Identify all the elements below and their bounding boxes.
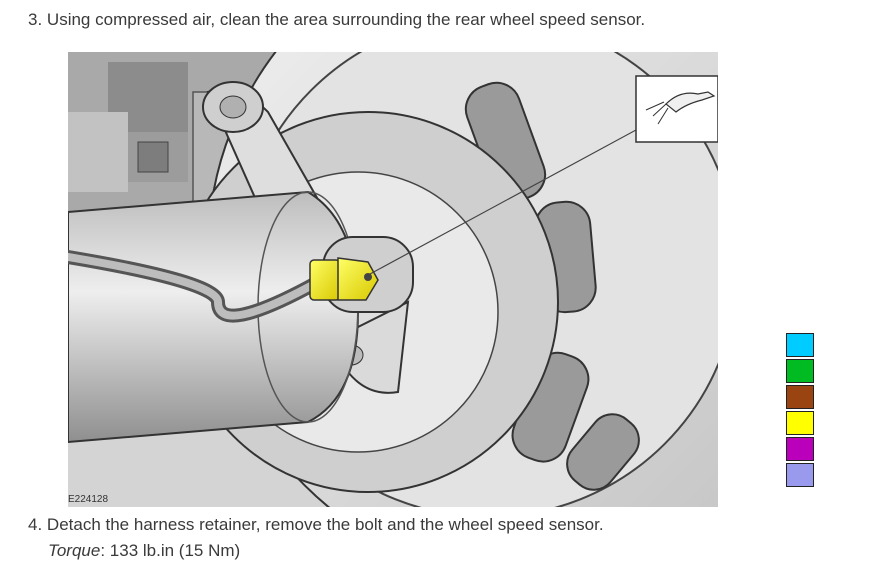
step-3-number: 3. xyxy=(28,10,43,29)
step-3-text: Using compressed air, clean the area sur… xyxy=(46,10,646,29)
step-4-text: Detach the harness retainer, remove the … xyxy=(46,515,604,534)
color-swatch-6[interactable] xyxy=(786,463,814,487)
torque-label: Torque xyxy=(48,541,101,560)
figure-id: E224128 xyxy=(68,494,109,505)
torque-separator: : xyxy=(100,541,106,560)
step-4-number: 4. xyxy=(28,515,43,534)
torque-value: 133 lb.in (15 Nm) xyxy=(109,541,241,560)
torque-spec: Torque: 133 lb.in (15 Nm) xyxy=(48,541,240,561)
color-swatch-3[interactable] xyxy=(786,385,814,409)
color-palette xyxy=(786,333,814,489)
wheel-speed-sensor-illustration xyxy=(68,52,718,507)
color-swatch-1[interactable] xyxy=(786,333,814,357)
color-swatch-5[interactable] xyxy=(786,437,814,461)
color-swatch-4[interactable] xyxy=(786,411,814,435)
color-swatch-2[interactable] xyxy=(786,359,814,383)
step-4: 4. Detach the harness retainer, remove t… xyxy=(28,515,604,535)
step-3: 3. Using compressed air, clean the area … xyxy=(28,10,645,30)
